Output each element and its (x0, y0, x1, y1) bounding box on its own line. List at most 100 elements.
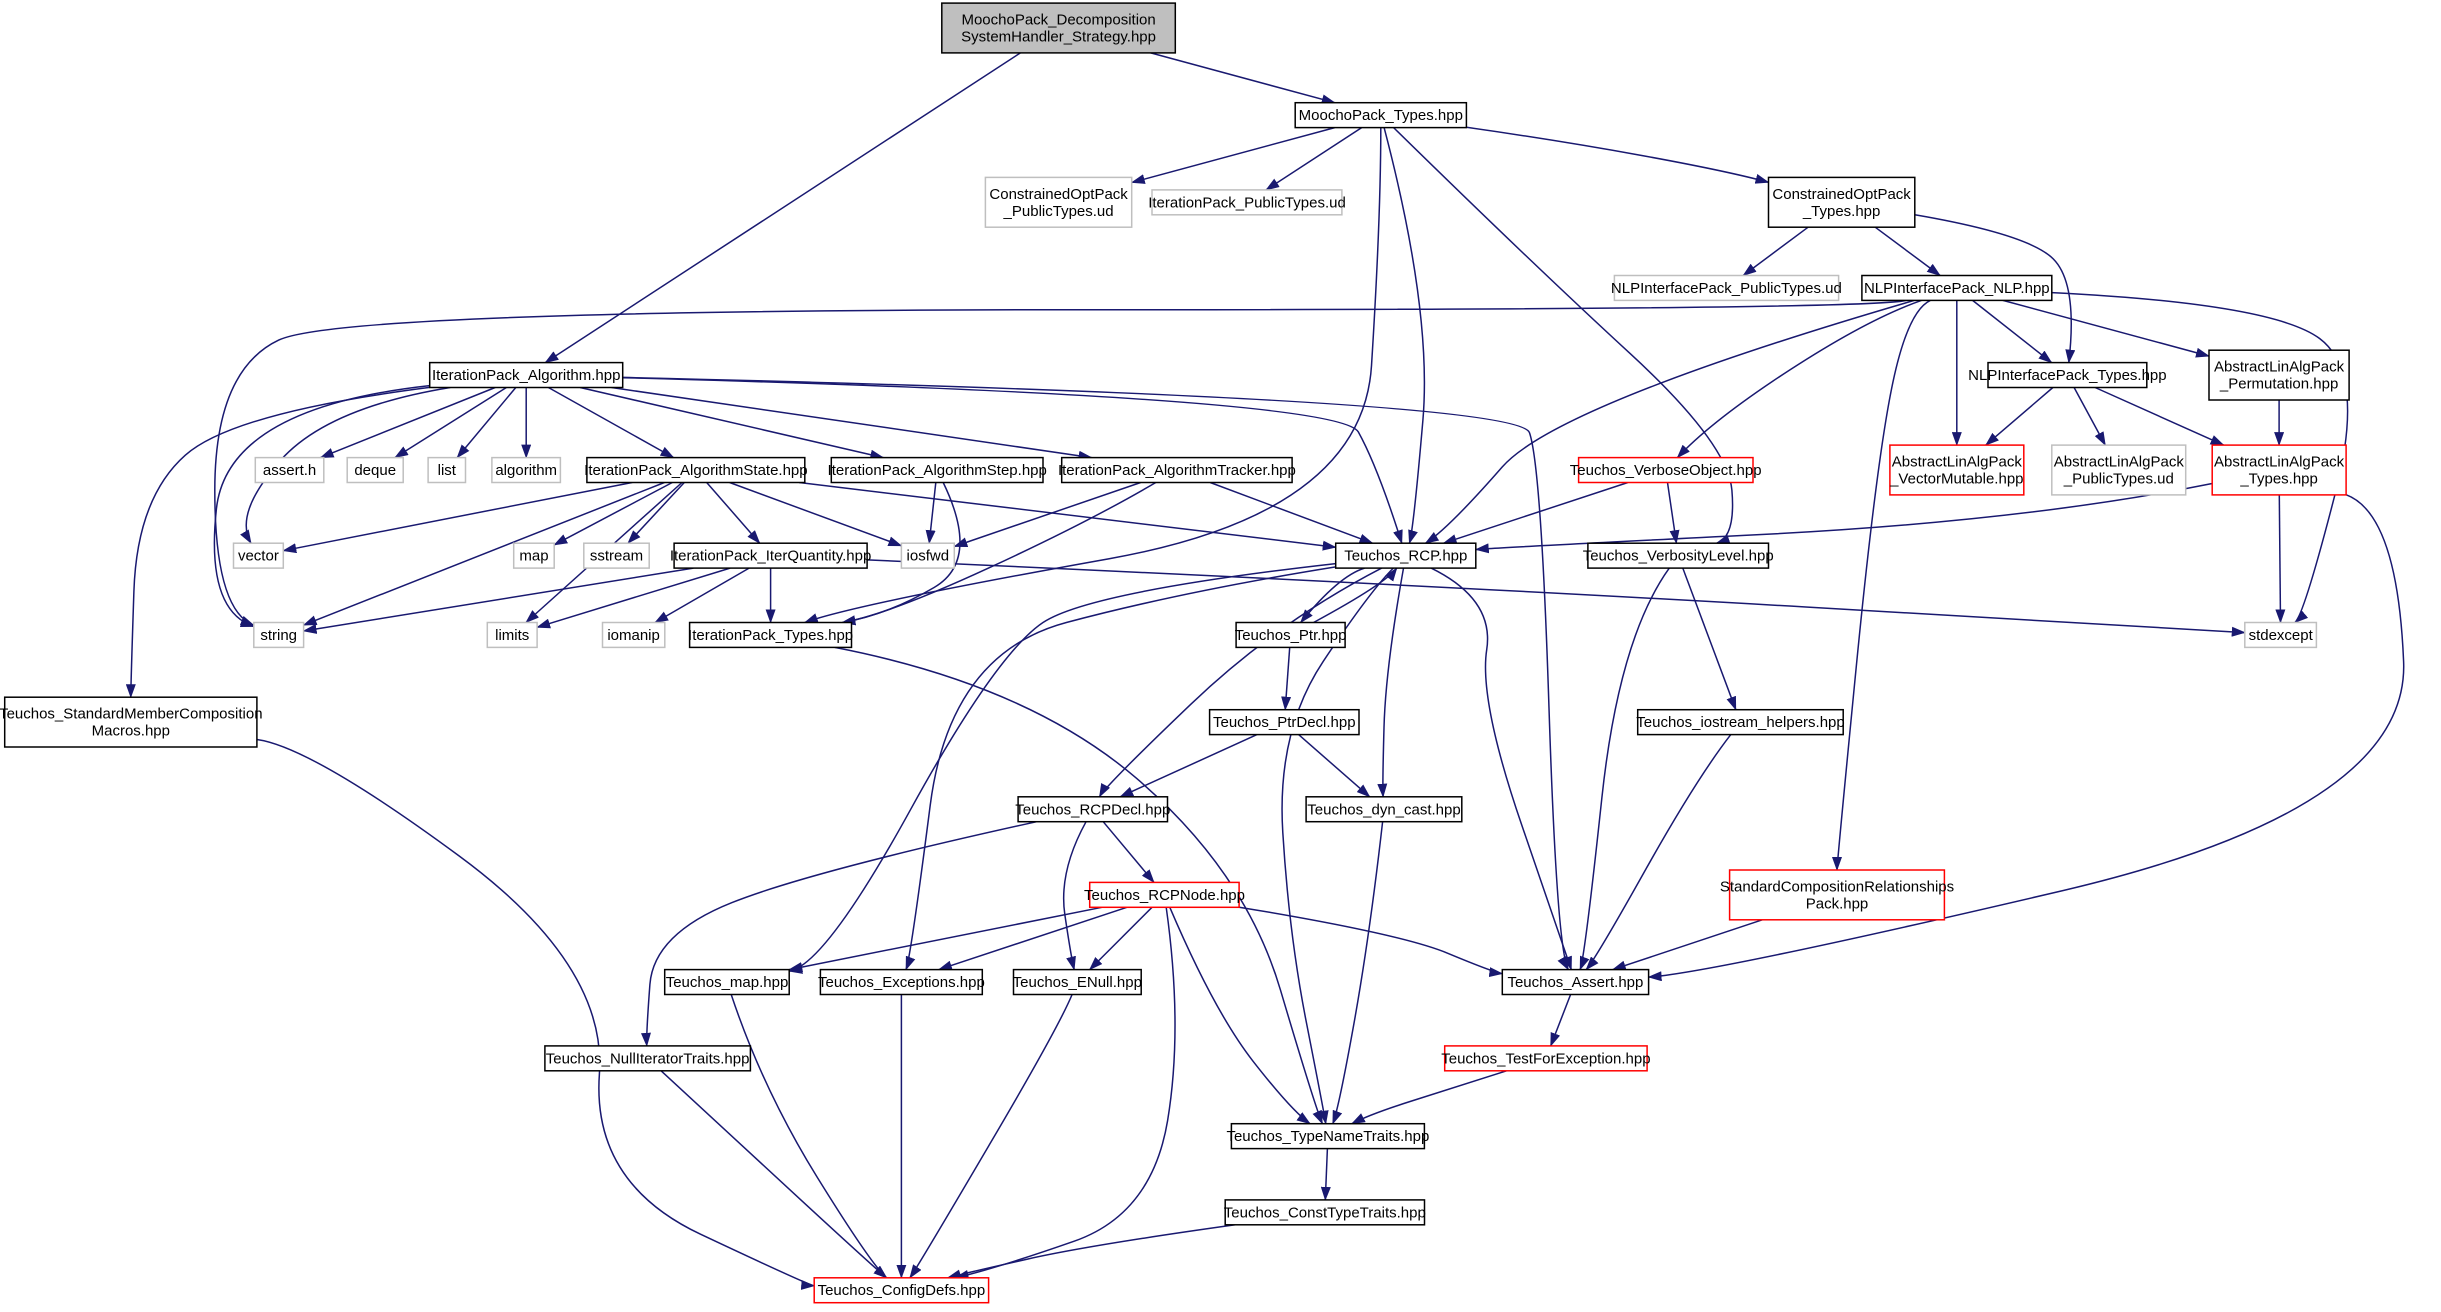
node-assertH[interactable]: assert.h (254, 456, 325, 484)
node-rcpDecl[interactable]: Teuchos_RCPDecl.hpp (1015, 796, 1170, 823)
node-box-alaTypes (2211, 444, 2347, 496)
node-label-ipIterQuantity-line-0: IterationPack_IterQuantity.hpp (670, 548, 872, 565)
node-box-enull (1012, 968, 1142, 996)
node-label-constTypeTraits-line-0: Teuchos_ConstTypeTraits.hpp (1224, 1204, 1426, 1221)
node-label-iostreamHelpers-line-0: Teuchos_iostream_helpers.hpp (1636, 714, 1844, 731)
node-stdexcept[interactable]: stdexcept (2244, 621, 2318, 649)
node-moochoTypes[interactable]: MoochoPack_Types.hpp (1294, 101, 1468, 129)
node-ipTypes[interactable]: IterationPack_Types.hpp (688, 621, 853, 649)
node-verbosityLevel[interactable]: Teuchos_VerbosityLevel.hpp (1583, 542, 1774, 569)
edge-ipAlgState-to-map (553, 481, 673, 546)
node-rcp[interactable]: Teuchos_RCP.hpp (1334, 542, 1477, 569)
node-box-ptrDecl (1208, 708, 1360, 736)
edge-ipAlgState-to-iosfwd (729, 481, 903, 547)
node-iosfwd[interactable]: iosfwd (900, 542, 956, 569)
node-label-tassert-line-0: Teuchos_Assert.hpp (1507, 974, 1643, 991)
node-label-root-line-1: SystemHandler_Strategy.hpp (961, 29, 1156, 46)
node-nullIterTraits[interactable]: Teuchos_NullIteratorTraits.hpp (544, 1045, 752, 1072)
edge-ipTypes-to-typeNameTraits (834, 646, 1324, 1125)
node-ipAlgTracker[interactable]: IterationPack_AlgorithmTracker.hpp (1058, 456, 1296, 484)
node-exceptions[interactable]: Teuchos_Exceptions.hpp (818, 968, 985, 996)
node-alaTypes[interactable]: AbstractLinAlgPack_Types.hpp (2211, 444, 2347, 496)
edge-ptrDecl-to-rcpDecl (1119, 733, 1258, 798)
node-box-list (427, 456, 467, 484)
node-label-exceptions-line-0: Teuchos_Exceptions.hpp (818, 974, 985, 991)
node-nlpPublicTypes[interactable]: NLPInterfacePack_PublicTypes.ud (1611, 274, 1842, 302)
node-box-dynCast (1305, 796, 1463, 823)
node-ptr[interactable]: Teuchos_Ptr.hpp (1235, 621, 1347, 649)
edge-moochoTypes-to-coPublicTypes (1130, 126, 1335, 184)
node-algorithm[interactable]: algorithm (491, 456, 562, 484)
node-label-ipAlgStep-line-0: IterationPack_AlgorithmStep.hpp (828, 462, 1047, 479)
node-box-ipPublicTypes (1151, 189, 1343, 216)
node-ipIterQuantity[interactable]: IterationPack_IterQuantity.hpp (670, 542, 872, 569)
node-ipAlgState[interactable]: IterationPack_AlgorithmState.hpp (584, 456, 808, 484)
node-tmap[interactable]: Teuchos_map.hpp (663, 968, 790, 996)
node-box-ipAlgStep (830, 456, 1044, 484)
edge-alaTypes-to-rcp (1474, 482, 2213, 554)
node-ptrDecl[interactable]: Teuchos_PtrDecl.hpp (1208, 708, 1360, 736)
node-configDefs[interactable]: Teuchos_ConfigDefs.hpp (813, 1277, 990, 1304)
edge-rcpNode-to-configDefs (954, 907, 1176, 1280)
node-dynCast[interactable]: Teuchos_dyn_cast.hpp (1305, 796, 1463, 823)
edge-rcp-to-rcpDecl (1098, 567, 1383, 798)
node-box-exceptions (819, 968, 984, 996)
node-stdMemberMacros[interactable]: Teuchos_StandardMemberCompositionMacros.… (0, 696, 263, 748)
node-box-deque (346, 456, 404, 484)
edge-nlp-to-alaPermutation (2002, 299, 2210, 358)
node-label-coPublicTypes-line-1: _PublicTypes.ud (1003, 203, 1114, 220)
edge-ipIterQuantity-to-stdexcept (867, 559, 2246, 637)
edge-ipAlgStep-to-iosfwd (925, 482, 937, 545)
node-vector[interactable]: vector (232, 542, 285, 569)
node-testForException[interactable]: Teuchos_TestForException.hpp (1441, 1045, 1651, 1072)
edge-ipAlgTracker-to-iosfwd (953, 481, 1141, 548)
node-map[interactable]: map (512, 542, 555, 569)
node-iomanip[interactable]: iomanip (601, 621, 666, 649)
edge-ipAlgState-to-sstream (627, 481, 685, 544)
node-alaPublicTypes[interactable]: AbstractLinAlgPack_PublicTypes.ud (2051, 444, 2187, 496)
edge-rcp-to-tassert (1430, 567, 1573, 971)
node-ipPublicTypes[interactable]: IterationPack_PublicTypes.ud (1148, 189, 1346, 216)
edge-ipAlgorithm-to-ipAlgTracker (611, 386, 1093, 461)
node-label-typeNameTraits-line-0: Teuchos_TypeNameTraits.hpp (1226, 1128, 1429, 1145)
node-typeNameTraits[interactable]: Teuchos_TypeNameTraits.hpp (1226, 1122, 1429, 1150)
node-nlpTypes[interactable]: NLPInterfacePack_Types.hpp (1968, 361, 2167, 389)
node-iostreamHelpers[interactable]: Teuchos_iostream_helpers.hpp (1636, 708, 1845, 736)
node-nlp[interactable]: NLPInterfacePack_NLP.hpp (1861, 274, 2053, 302)
edge-nlp-to-stdCompRel (1832, 299, 1931, 871)
node-box-nullIterTraits (544, 1045, 752, 1072)
node-sstream[interactable]: sstream (583, 542, 650, 569)
node-box-ipIterQuantity (673, 542, 868, 569)
edge-ipAlgTracker-to-rcp (1209, 481, 1374, 544)
node-label-sstream-line-0: sstream (590, 548, 643, 565)
node-label-ipAlgState-line-0: IterationPack_AlgorithmState.hpp (584, 462, 807, 479)
node-limits[interactable]: limits (486, 621, 538, 649)
edge-nlp-to-string (214, 299, 1907, 626)
edge-rcpNode-to-exceptions (937, 906, 1128, 971)
node-box-stdMemberMacros (3, 696, 258, 748)
node-box-alaPermutation (2208, 349, 2350, 401)
node-deque[interactable]: deque (346, 456, 404, 484)
edge-nlpTypes-to-alaVectorMutable (1985, 386, 2054, 446)
node-ipAlgStep[interactable]: IterationPack_AlgorithmStep.hpp (828, 456, 1047, 484)
node-ipAlgorithm[interactable]: IterationPack_Algorithm.hpp (428, 361, 624, 389)
node-enull[interactable]: Teuchos_ENull.hpp (1012, 968, 1142, 996)
node-verboseObject[interactable]: Teuchos_VerboseObject.hpp (1570, 456, 1762, 484)
node-rcpNode[interactable]: Teuchos_RCPNode.hpp (1084, 881, 1245, 909)
node-coTypes[interactable]: ConstrainedOptPack_Types.hpp (1767, 176, 1916, 228)
node-list[interactable]: list (427, 456, 467, 484)
node-alaPermutation[interactable]: AbstractLinAlgPack_Permutation.hpp (2208, 349, 2350, 401)
node-root[interactable]: MoochoPack_DecompositionSystemHandler_St… (941, 2, 1177, 54)
node-box-nlpPublicTypes (1613, 274, 1840, 302)
node-string[interactable]: string (253, 621, 305, 649)
node-label-ipAlgTracker-line-0: IterationPack_AlgorithmTracker.hpp (1058, 462, 1296, 479)
node-constTypeTraits[interactable]: Teuchos_ConstTypeTraits.hpp (1224, 1199, 1426, 1226)
node-box-tassert (1501, 968, 1650, 996)
node-label-stdCompRel-line-0: StandardCompositionRelationships (1720, 878, 1954, 895)
node-tassert[interactable]: Teuchos_Assert.hpp (1501, 968, 1650, 996)
node-coPublicTypes[interactable]: ConstrainedOptPack_PublicTypes.ud (984, 176, 1133, 228)
edge-rcpNode-to-enull (1088, 906, 1153, 971)
node-alaVectorMutable[interactable]: AbstractLinAlgPack_VectorMutable.hpp (1889, 444, 2025, 496)
